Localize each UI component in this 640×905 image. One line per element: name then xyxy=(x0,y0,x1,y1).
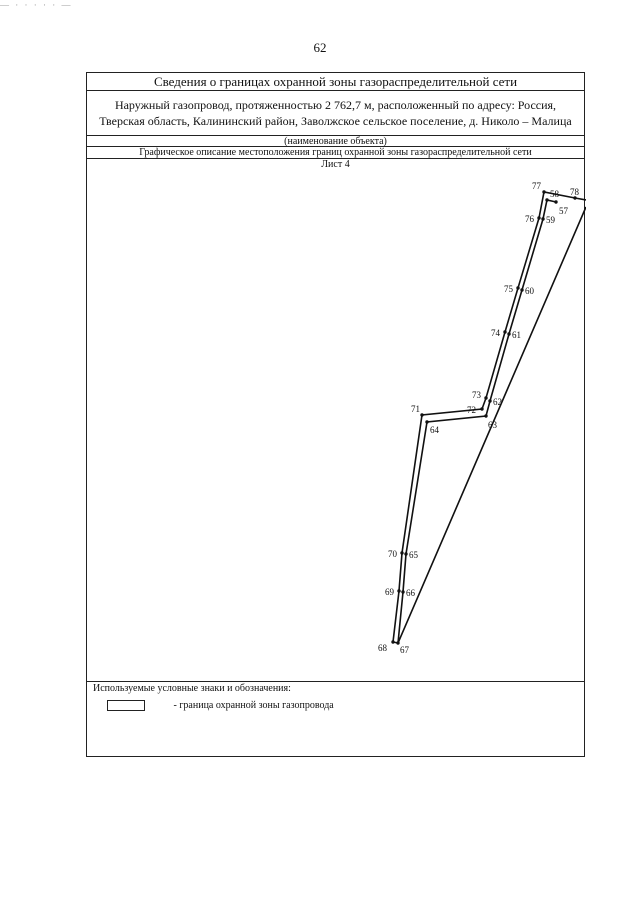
point-label-63: 63 xyxy=(488,420,498,430)
boundary-point-68 xyxy=(391,640,395,644)
point-label-64: 64 xyxy=(430,425,440,435)
page-number: 62 xyxy=(313,40,327,55)
point-label-61: 61 xyxy=(512,330,521,340)
boundary-point-60 xyxy=(520,288,524,292)
point-label-69: 69 xyxy=(385,587,395,597)
legend-title: Используемые условные знаки и обозначени… xyxy=(87,681,584,694)
object-caption: (наименование объекта) xyxy=(87,135,584,147)
point-label-70: 70 xyxy=(388,549,398,559)
boundary-point-57 xyxy=(554,200,558,204)
document-frame: Сведения о границах охранной зоны газора… xyxy=(86,72,586,757)
point-label-59: 59 xyxy=(546,215,556,225)
boundary-point-58 xyxy=(545,198,549,202)
document-title: Сведения о границах охранной зоны газора… xyxy=(87,73,584,91)
scan-marks: — · · · · · — xyxy=(0,0,73,10)
point-label-66: 66 xyxy=(406,588,416,598)
point-label-78: 78 xyxy=(570,187,580,197)
boundary-point-64 xyxy=(425,420,429,424)
legend-item: - граница охранной зоны газопровода xyxy=(107,699,334,713)
point-label-74: 74 xyxy=(491,328,501,338)
boundary-point-76 xyxy=(537,216,541,220)
point-label-72: 72 xyxy=(467,405,476,415)
sheet-label: Лист 4 xyxy=(321,159,350,170)
point-label-68: 68 xyxy=(378,643,388,653)
boundary-point-61 xyxy=(507,332,511,336)
legend-item-label: - граница охранной зоны газопровода xyxy=(173,700,334,711)
boundary-point-72 xyxy=(480,407,484,411)
boundary-point-74 xyxy=(503,330,507,334)
boundary-point-69 xyxy=(397,589,401,593)
boundary-point-75 xyxy=(516,286,520,290)
boundary-point-62 xyxy=(488,399,492,403)
point-label-58: 58 xyxy=(550,189,560,199)
point-label-75: 75 xyxy=(504,284,514,294)
zone-boundary-swatch-icon xyxy=(107,700,145,712)
point-label-77: 77 xyxy=(532,181,542,191)
boundary-point-67 xyxy=(396,641,400,645)
object-line-2: Тверская область, Калининский район, Зав… xyxy=(99,114,572,128)
boundary-point-77 xyxy=(542,190,546,194)
boundary-point-71 xyxy=(420,413,424,417)
point-label-73: 73 xyxy=(472,390,482,400)
object-description: Наружный газопровод, протяженностью 2 76… xyxy=(87,91,584,135)
zone-boundary-line xyxy=(397,199,586,644)
point-label-71: 71 xyxy=(411,404,420,414)
boundary-point-59 xyxy=(541,217,545,221)
boundary-point-73 xyxy=(484,396,488,400)
object-line-1: Наружный газопровод, протяженностью 2 76… xyxy=(114,98,557,112)
boundary-point-66 xyxy=(401,590,405,594)
boundary-map: 57 58 59 60 61 62 63 64 65 66 67 68 69 70 71 72 73 74 75 76… xyxy=(378,181,586,655)
graphic-description-title: Графическое описание местоположения гран… xyxy=(87,147,584,159)
zone-boundary-line xyxy=(392,191,586,643)
map-area: 57 58 59 60 61 62 63 64 65 66 67 68 69 70 71 72 73 74 75 76… xyxy=(87,171,586,681)
point-label-62: 62 xyxy=(493,397,502,407)
boundary-point-78 xyxy=(573,196,577,200)
boundary-point-63 xyxy=(484,414,488,418)
point-label-65: 65 xyxy=(409,550,419,560)
point-label-67: 67 xyxy=(400,645,410,655)
boundary-point-70 xyxy=(400,551,404,555)
point-label-57: 57 xyxy=(559,206,569,216)
point-label-60: 60 xyxy=(525,286,535,296)
point-label-76: 76 xyxy=(525,214,535,224)
boundary-point-65 xyxy=(404,552,408,556)
